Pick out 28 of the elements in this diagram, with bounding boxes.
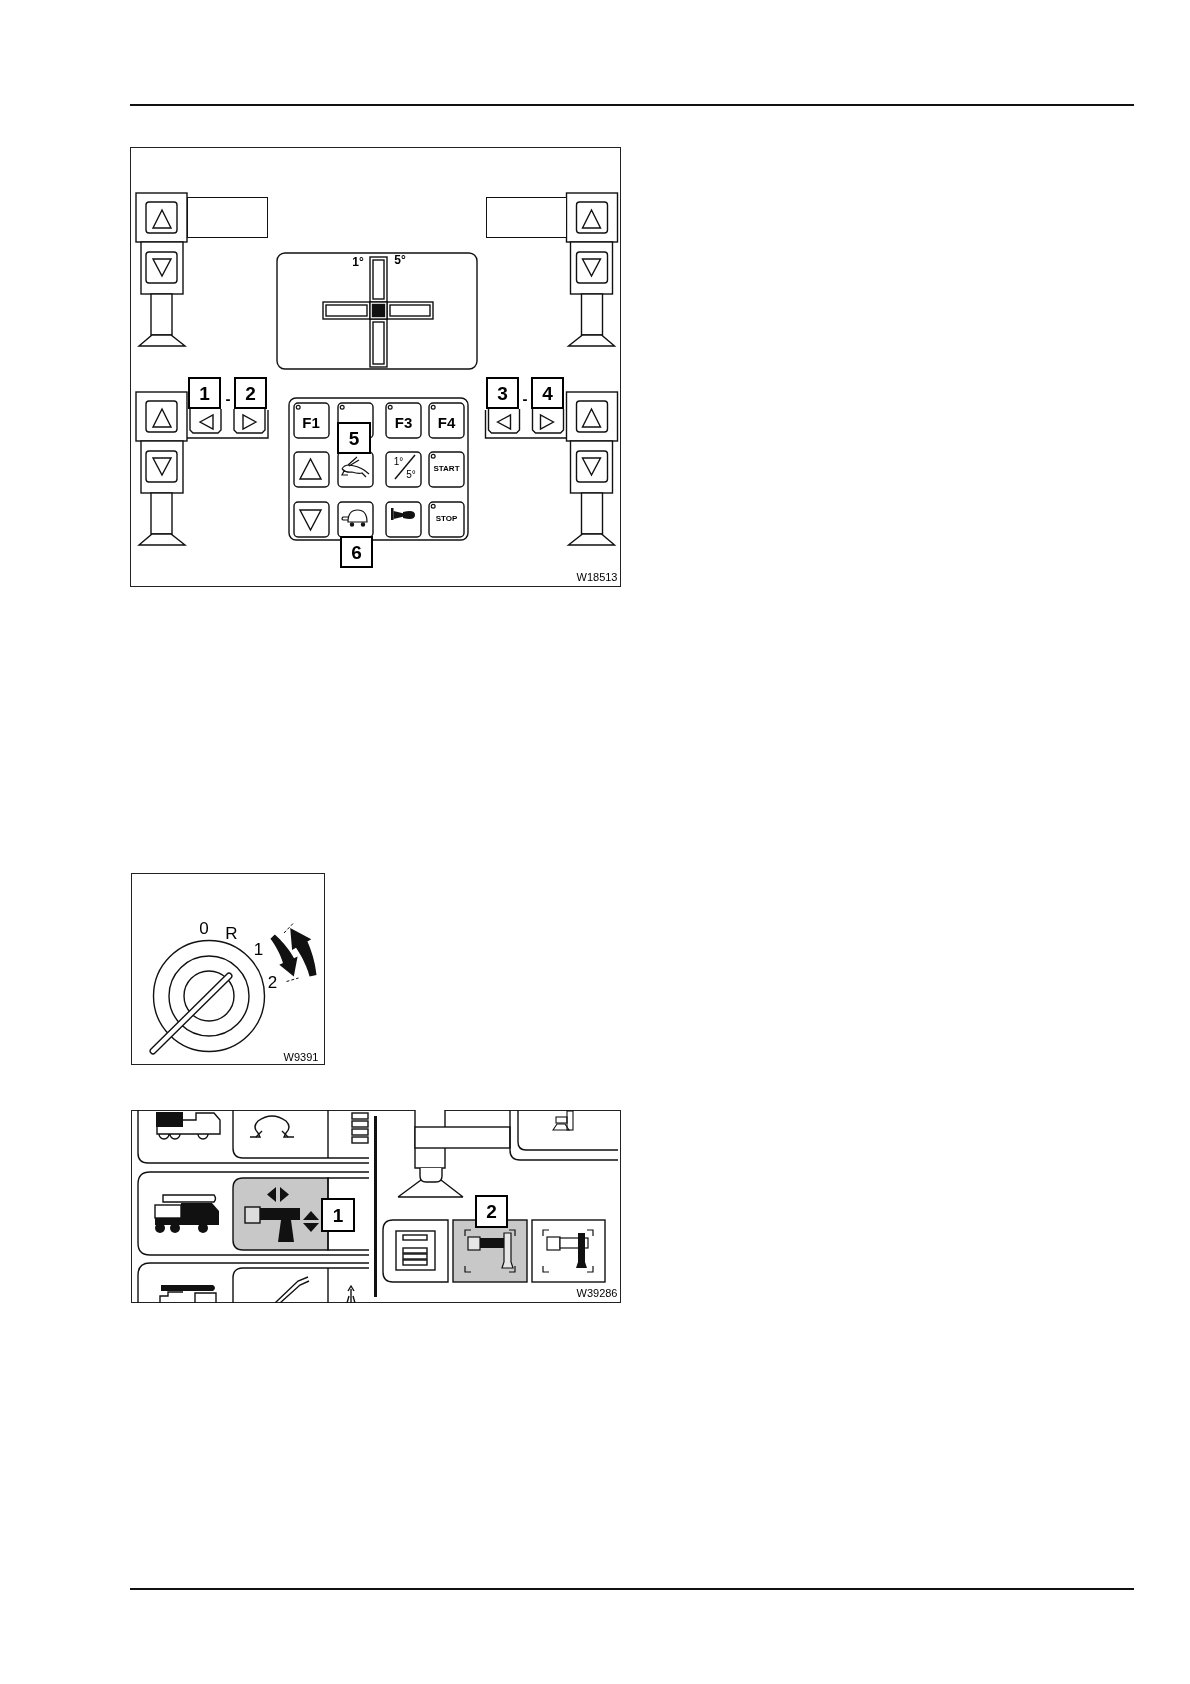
switch-position-label: 1 — [253, 940, 264, 958]
key-label: F4 — [437, 414, 456, 429]
range-dash: - — [522, 390, 528, 406]
callout-number: 5 — [337, 422, 371, 454]
display-window — [485, 197, 567, 238]
key-label: F1 — [302, 414, 320, 429]
switch-position-label: 0 — [199, 919, 209, 936]
key-label: 1° — [393, 457, 404, 467]
key-label: F3 — [394, 414, 413, 429]
callout-number: 6 — [340, 536, 373, 568]
figure-number: W9391 — [283, 1051, 319, 1063]
callout-number: 2 — [475, 1195, 508, 1228]
display-window — [187, 197, 268, 238]
key-label: 5° — [406, 470, 416, 480]
range-dash: - — [225, 390, 231, 406]
callout-number: 2 — [234, 377, 267, 409]
figure-number: W18513 — [576, 571, 618, 583]
key-label: STOP — [435, 515, 458, 523]
switch-position-label: 2 — [267, 973, 278, 990]
scale-label: 1° — [352, 256, 364, 268]
callout-number: 4 — [531, 377, 564, 409]
scale-label: 5° — [394, 254, 406, 266]
switch-position-label: R — [225, 924, 238, 941]
key-label: START — [433, 465, 460, 473]
callout-number: 3 — [486, 377, 519, 409]
figure-number: W39286 — [576, 1287, 618, 1299]
callout-number: 1 — [188, 377, 221, 409]
callout-number: 1 — [321, 1198, 355, 1232]
